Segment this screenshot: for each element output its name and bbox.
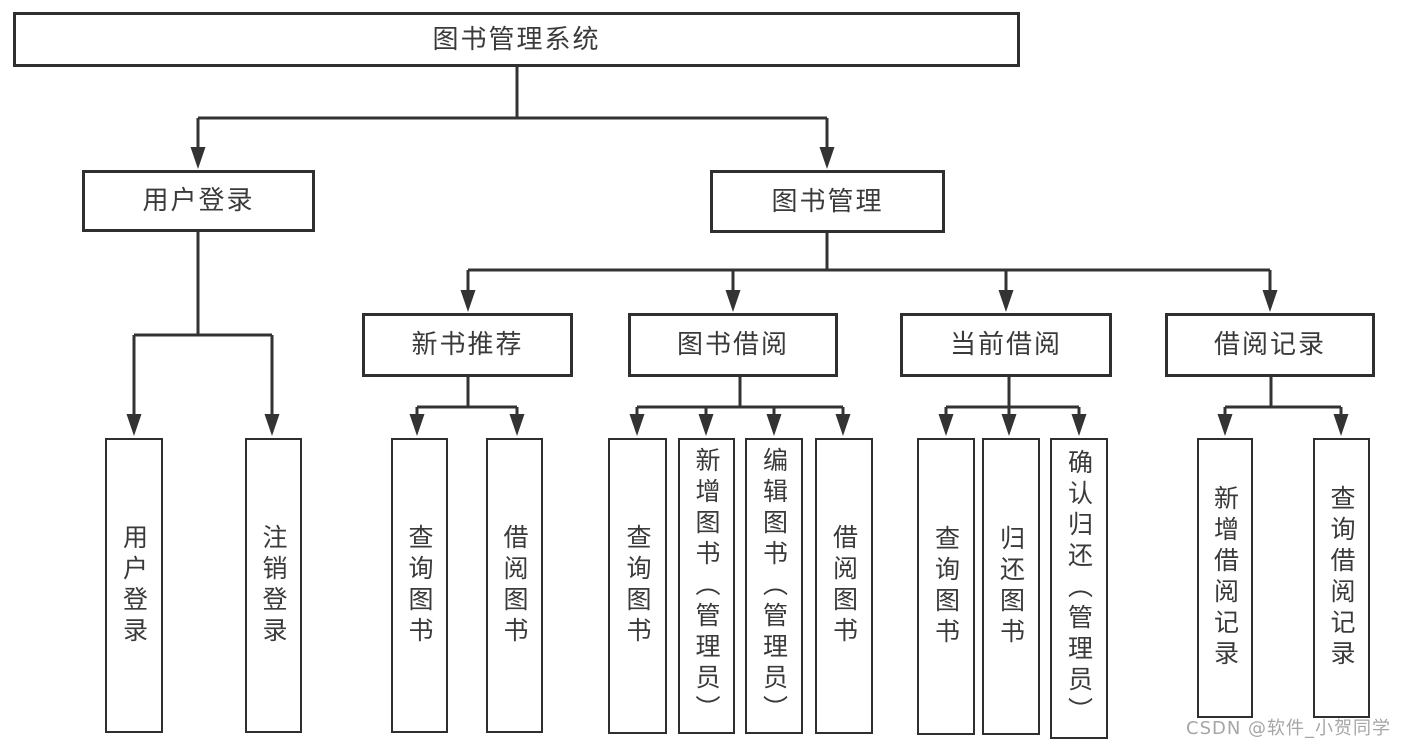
node-current-borrow: 当前借阅 bbox=[900, 313, 1112, 377]
node-new-book-recommend-label: 新书推荐 bbox=[411, 330, 524, 360]
node-borrow-records: 借阅记录 bbox=[1165, 313, 1375, 377]
leaf-user-login: 用户登录 bbox=[105, 438, 163, 733]
leaf-recommend-query-books: 查询图书 bbox=[391, 438, 448, 733]
connector-new-book-recommend bbox=[415, 377, 519, 420]
leaf-recommend-borrow-books-label: 借阅图书 bbox=[500, 523, 529, 648]
connector-book-borrow bbox=[635, 377, 845, 420]
leaf-recommend-query-books-label: 查询图书 bbox=[405, 523, 434, 648]
leaf-borrow-add-books-admin: 新增图书（管理员） bbox=[678, 438, 735, 734]
node-book-borrow: 图书借阅 bbox=[628, 313, 838, 377]
arrowheads bbox=[126, 147, 1349, 436]
connector-borrow-records bbox=[1223, 377, 1343, 420]
leaf-records-add-record-label: 新增借阅记录 bbox=[1210, 485, 1240, 671]
csdn-watermark: CSDN @软件_小贺同学 bbox=[1186, 718, 1392, 739]
leaf-borrow-edit-books-admin: 编辑图书（管理员） bbox=[745, 438, 803, 734]
leaf-records-query-record: 查询借阅记录 bbox=[1313, 438, 1370, 718]
node-borrow-records-label: 借阅记录 bbox=[1213, 330, 1326, 360]
leaf-borrow-borrow-books-label: 借阅图书 bbox=[829, 524, 859, 648]
connector-user-login bbox=[132, 232, 274, 418]
leaf-borrow-query-books-label: 查询图书 bbox=[623, 524, 652, 648]
leaf-borrow-borrow-books: 借阅图书 bbox=[815, 438, 873, 734]
leaf-user-login-label: 用户登录 bbox=[119, 523, 149, 648]
leaf-borrow-query-books: 查询图书 bbox=[608, 438, 667, 734]
leaf-current-return-books: 归还图书 bbox=[982, 438, 1040, 735]
leaf-recommend-borrow-books: 借阅图书 bbox=[486, 438, 543, 733]
node-book-borrow-label: 图书借阅 bbox=[676, 330, 789, 360]
leaf-current-return-books-label: 归还图书 bbox=[996, 524, 1026, 649]
leaf-logout-label: 注销登录 bbox=[259, 523, 288, 648]
connector-root bbox=[196, 67, 829, 150]
leaf-current-query-books-label: 查询图书 bbox=[931, 524, 961, 649]
node-book-management: 图书管理 bbox=[710, 170, 945, 233]
leaf-logout: 注销登录 bbox=[245, 438, 302, 733]
node-root-label: 图书管理系统 bbox=[432, 24, 601, 55]
node-book-management-label: 图书管理 bbox=[771, 186, 884, 217]
connector-book-management bbox=[466, 233, 1272, 294]
leaf-current-confirm-return-admin: 确认归还（管理员） bbox=[1050, 438, 1108, 739]
leaf-borrow-add-books-admin-label: 新增图书（管理员） bbox=[692, 446, 721, 726]
leaf-records-query-record-label: 查询借阅记录 bbox=[1327, 485, 1356, 671]
connector-current-borrow bbox=[944, 377, 1081, 420]
leaf-current-confirm-return-admin-label: 确认归还（管理员） bbox=[1064, 449, 1094, 728]
node-new-book-recommend: 新书推荐 bbox=[362, 313, 573, 377]
node-current-borrow-label: 当前借阅 bbox=[949, 330, 1062, 360]
node-user-login-label: 用户登录 bbox=[142, 186, 255, 216]
node-root: 图书管理系统 bbox=[13, 12, 1020, 67]
leaf-borrow-edit-books-admin-label: 编辑图书（管理员） bbox=[759, 446, 789, 726]
node-user-login: 用户登录 bbox=[82, 170, 315, 232]
leaf-current-query-books: 查询图书 bbox=[917, 438, 975, 735]
leaf-records-add-record: 新增借阅记录 bbox=[1197, 438, 1253, 718]
